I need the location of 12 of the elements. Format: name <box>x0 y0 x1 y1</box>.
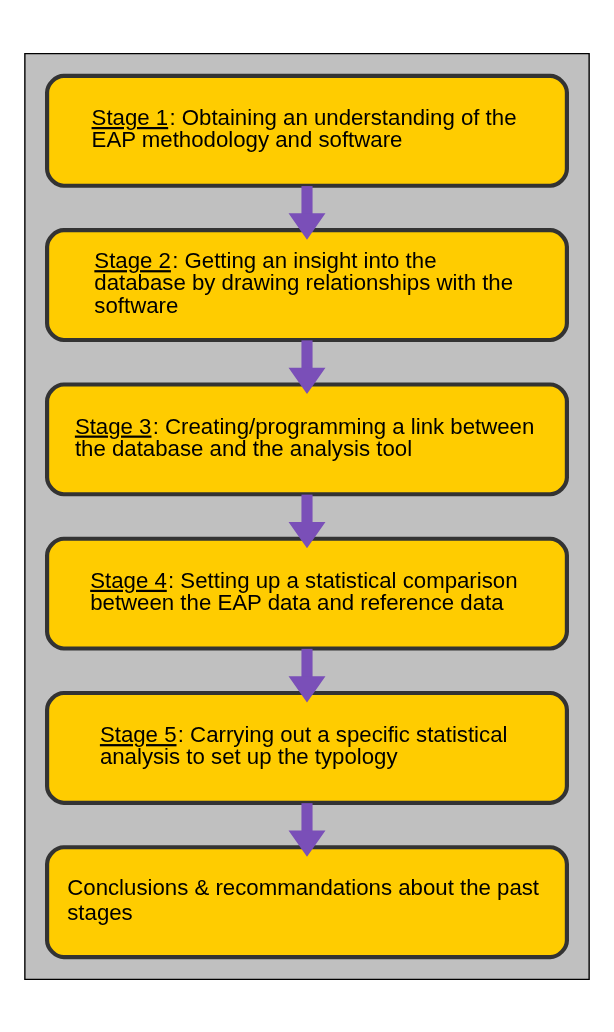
arrow <box>288 802 326 857</box>
node-box: Stage 4: Setting up a statistical comparison between the EAP data and reference data <box>45 536 569 651</box>
node-box: Stage 2: Getting an insight into the database by drawing relationships with the software <box>45 227 569 342</box>
arrow <box>288 494 326 548</box>
arrow <box>288 648 326 703</box>
arrow <box>288 185 326 240</box>
node-box: Stage 3: Creating/programming a link between the database and the analysis tool <box>45 381 569 496</box>
node-box: Stage 1: Obtaining an understanding of the EAP methodology and software <box>45 73 569 188</box>
cluster <box>24 52 590 980</box>
node-box: Conclusions & recommandations about the past stages <box>45 844 569 959</box>
node-box: Stage 5: Carrying out a specific statistical analysis to set up the typology <box>45 690 569 805</box>
arrow <box>288 339 326 394</box>
